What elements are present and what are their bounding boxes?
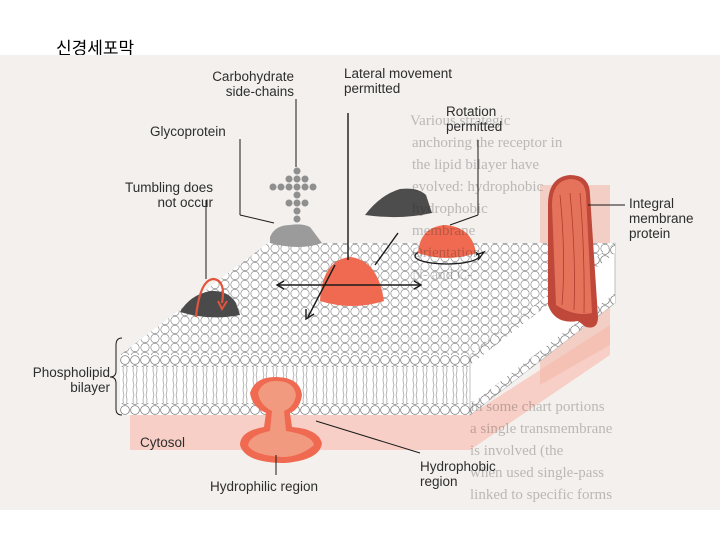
bleed-through-line: Orientation [412,245,480,262]
bleed-through-line: is involved (the [470,443,563,460]
bleed-through-line: N- and C- [412,267,472,284]
bleed-through-line: the lipid bilayer have [412,157,539,174]
bleed-through-line: anchoring the receptor in [412,135,562,152]
bleed-through-line: evolved: hydrophobic [412,179,543,196]
membrane-figure: Various strategic anchoring the receptor… [0,55,720,510]
bleed-through-line: linked to specific forms [470,487,612,504]
cytosol-label: Cytosol [140,435,185,450]
bleed-through-line: a single transmembrane [470,421,612,438]
bleed-through-line: In some chart portions [470,399,605,416]
glycoprotein-label: Glycoprotein [150,124,226,139]
membrane-diagram [0,55,720,510]
bleed-through-line: hydrophobic [412,201,488,218]
bleed-through-line: membrane [412,223,475,240]
hydrophilic-label: Hydrophilic region [210,479,318,494]
